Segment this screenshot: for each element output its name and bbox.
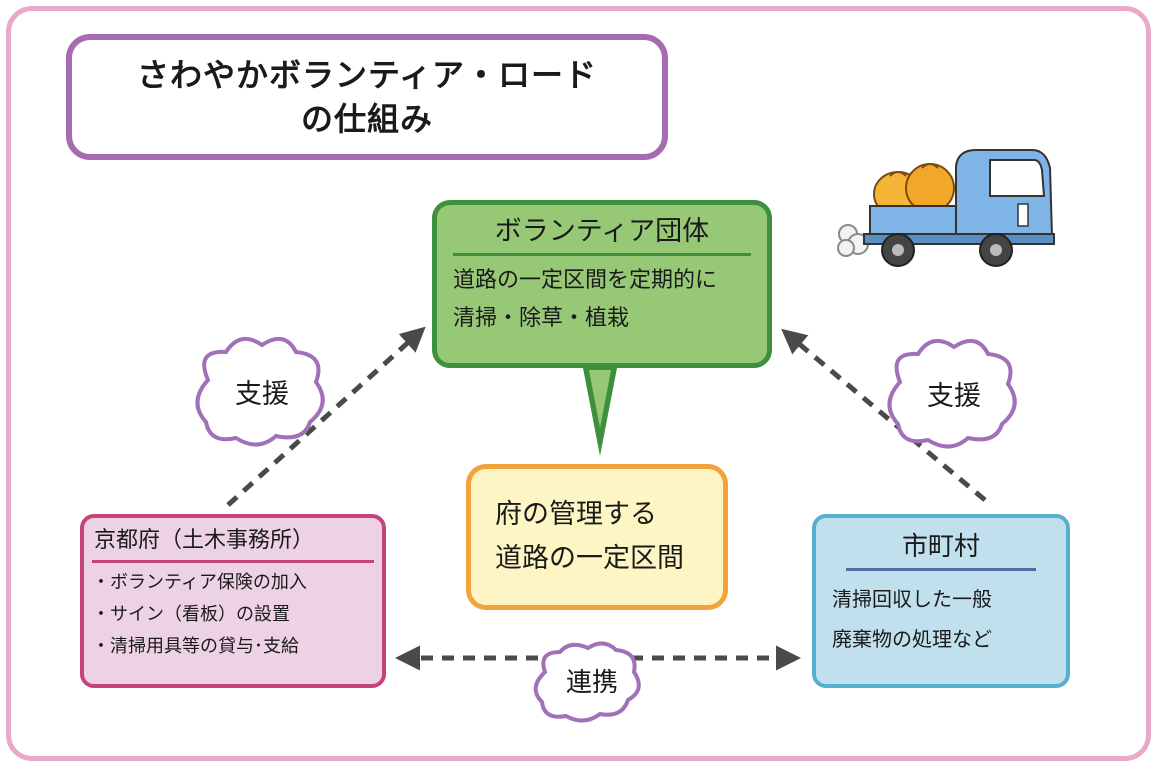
volunteer-group-box: ボランティア団体 道路の一定区間を定期的に 清掃・除草・植栽 [432,200,772,368]
cooperation-label: 連携 [565,668,618,698]
cloud-support-right [887,338,1017,449]
title-line-1: さわやかボランティア・ロード [136,56,598,94]
municipality-line-2: 廃棄物の処理など [832,627,992,651]
prefecture-item: ・サイン（看板）の設置 [92,604,290,625]
support-label-right: 支援 [927,381,981,412]
support-arrow-left [226,326,426,507]
prefecture-item: ・清掃用具等の貸与･支給 [92,636,299,657]
prefecture-heading: 京都府（土木事務所） [94,528,315,553]
prefecture-divider [92,560,374,563]
support-label-left: 支援 [235,379,289,410]
prefecture-item: ・ボランティア保険の加入 [92,572,307,593]
title-box: さわやかボランティア・ロード の仕組み [66,34,668,160]
municipality-divider [846,568,1036,571]
title-line-2: の仕組み [300,100,433,138]
road-section-box: 府の管理する 道路の一定区間 [466,464,728,610]
municipality-heading: 市町村 [901,532,980,562]
municipality-box: 市町村 清掃回収した一般 廃棄物の処理など [812,514,1070,688]
road-line-1: 府の管理する [495,499,657,530]
road-line-2: 道路の一定区間 [495,543,684,574]
volunteer-pointer [583,368,617,456]
volunteer-line-1: 道路の一定区間を定期的に [453,268,718,293]
volunteer-heading: ボランティア団体 [494,216,710,247]
volunteer-line-2: 清掃・除草・植栽 [453,306,630,331]
cloud-cooperation [533,641,641,723]
municipality-line-1: 清掃回収した一般 [832,587,992,611]
cloud-support-left [195,336,325,447]
prefecture-box: 京都府（土木事務所） ・ボランティア保険の加入 ・サイン（看板）の設置 ・清掃用… [80,514,386,688]
support-arrow-right [781,328,987,502]
truck-illustration [837,149,1055,267]
volunteer-divider [453,253,751,256]
prefecture-list: ・ボランティア保険の加入 ・サイン（看板）の設置 ・清掃用具等の貸与･支給 [84,567,382,663]
